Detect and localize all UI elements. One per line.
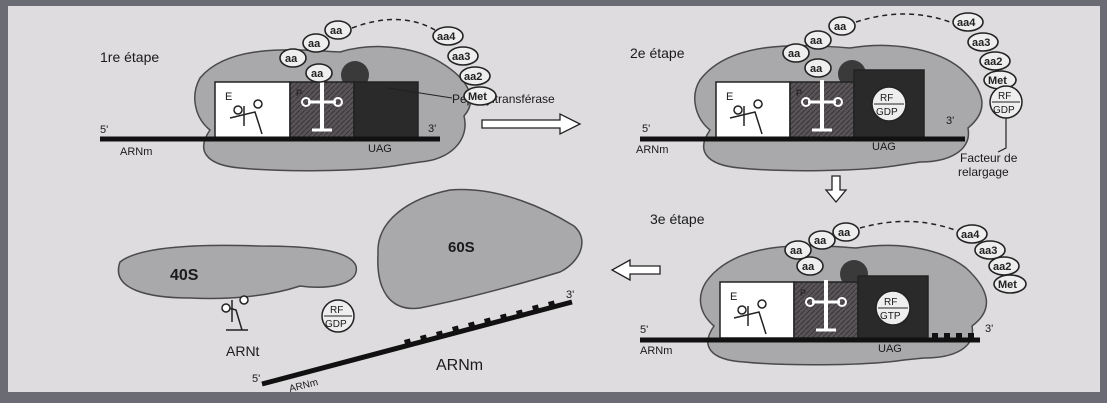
step3-e-label: E — [730, 291, 737, 303]
step3-aa2-label: aa2 — [993, 261, 1011, 273]
step2-met-label: Met — [988, 75, 1007, 87]
step2-aa3-label: aa3 — [972, 37, 990, 49]
step2-free-rf-label: RF — [998, 91, 1011, 102]
step2-aa-4-label: aa — [834, 21, 847, 33]
step3-rf-label: RF — [884, 297, 897, 308]
step2-uag: UAG — [872, 141, 896, 153]
step2-aa4-label: aa4 — [957, 17, 976, 29]
step3-mrna-label: ARNm — [640, 345, 672, 357]
step1-aa-1-label: aa — [311, 68, 324, 80]
subunit-40s-label: 40S — [170, 267, 199, 284]
free-rf-gdp: RF GDP — [322, 300, 354, 332]
step1-panel: 1re étape E P 5' 3' ARNm UAG — [100, 19, 555, 170]
arrow-left — [612, 260, 660, 280]
step1-uag: UAG — [368, 143, 392, 155]
step2-free-gdp-label: GDP — [993, 105, 1015, 116]
step3-aa-4-label: aa — [838, 227, 851, 239]
step3-5prime: 5' — [640, 324, 648, 336]
step3-rf-a-site: RF GTP — [876, 291, 910, 325]
step2-mrna-label: ARNm — [636, 144, 668, 156]
step1-aa3-label: aa3 — [452, 51, 470, 63]
step1-aa-3-label: aa — [308, 38, 321, 50]
step3-aa-2-label: aa — [790, 245, 803, 257]
step3-title: 3e étape — [650, 211, 705, 227]
step1-mrna-label: ARNm — [120, 146, 152, 158]
step3-gtp-label: GTP — [880, 311, 901, 322]
arrow-right — [482, 114, 580, 134]
step2-rf-a-site: RF GDP — [872, 87, 906, 121]
free-rf-label: RF — [330, 305, 343, 316]
step1-3prime: 3' — [428, 123, 436, 135]
step2-aa-3-label: aa — [810, 35, 823, 47]
step1-aa-2-label: aa — [285, 53, 298, 65]
step1-met-label: Met — [468, 91, 487, 103]
step1-aa2-label: aa2 — [464, 71, 482, 83]
step1-title: 1re étape — [100, 49, 159, 65]
step1-aa-4-label: aa — [330, 25, 343, 37]
step3-aa-1-label: aa — [802, 261, 815, 273]
free-mrna-5prime: 5' — [252, 373, 260, 385]
step2-rf-label: RF — [880, 93, 893, 104]
free-trna — [222, 296, 248, 330]
step2-aa-1-label: aa — [810, 63, 823, 75]
step3-p-label: P — [800, 288, 806, 298]
step1-e-label: E — [225, 91, 232, 103]
step2-release-factor-line2: relargage — [958, 165, 1009, 179]
step2-3prime: 3' — [946, 115, 954, 127]
step2-p-label: P — [796, 88, 802, 98]
step3-uag: UAG — [878, 343, 902, 355]
step3-met-label: Met — [998, 279, 1017, 291]
step2-gdp-label: GDP — [876, 107, 898, 118]
step2-e-label: E — [726, 91, 733, 103]
subunit-40s — [118, 245, 356, 298]
subunit-60s-label: 60S — [448, 239, 475, 256]
step2-5prime: 5' — [642, 123, 650, 135]
dissociation-panel: 40S 60S ARNt RF GDP — [118, 190, 581, 395]
free-mrna-label: ARNm — [436, 357, 483, 374]
step2-panel: 2e étape E P RF GDP 5' 3' — [630, 13, 1022, 179]
subunit-60s — [378, 190, 582, 309]
step3-aa3-label: aa3 — [979, 245, 997, 257]
free-mrna — [262, 300, 572, 384]
step3-aa-3-label: aa — [814, 235, 827, 247]
step1-a-site — [354, 82, 418, 138]
step3-aa4-label: aa4 — [961, 229, 980, 241]
free-mrna-3prime: 3' — [566, 289, 574, 301]
step1-5prime: 5' — [100, 124, 108, 136]
step2-release-factor-line1: Facteur de — [960, 151, 1018, 165]
free-mrna-small-label: ARNm — [288, 377, 319, 395]
step2-title: 2e étape — [630, 45, 685, 61]
step2-aa-2-label: aa — [788, 48, 801, 60]
step3-3prime: 3' — [985, 323, 993, 335]
step3-panel: 3e étape E P RF GTP — [640, 211, 1026, 365]
step1-p-label: P — [296, 88, 302, 98]
arrow-down — [826, 176, 846, 202]
step2-aa2-label: aa2 — [984, 56, 1002, 68]
step2-free-rf: RF GDP — [990, 86, 1022, 152]
free-gdp-label: GDP — [325, 319, 347, 330]
free-trna-label: ARNt — [226, 343, 260, 359]
step1-aa4-label: aa4 — [437, 31, 456, 43]
